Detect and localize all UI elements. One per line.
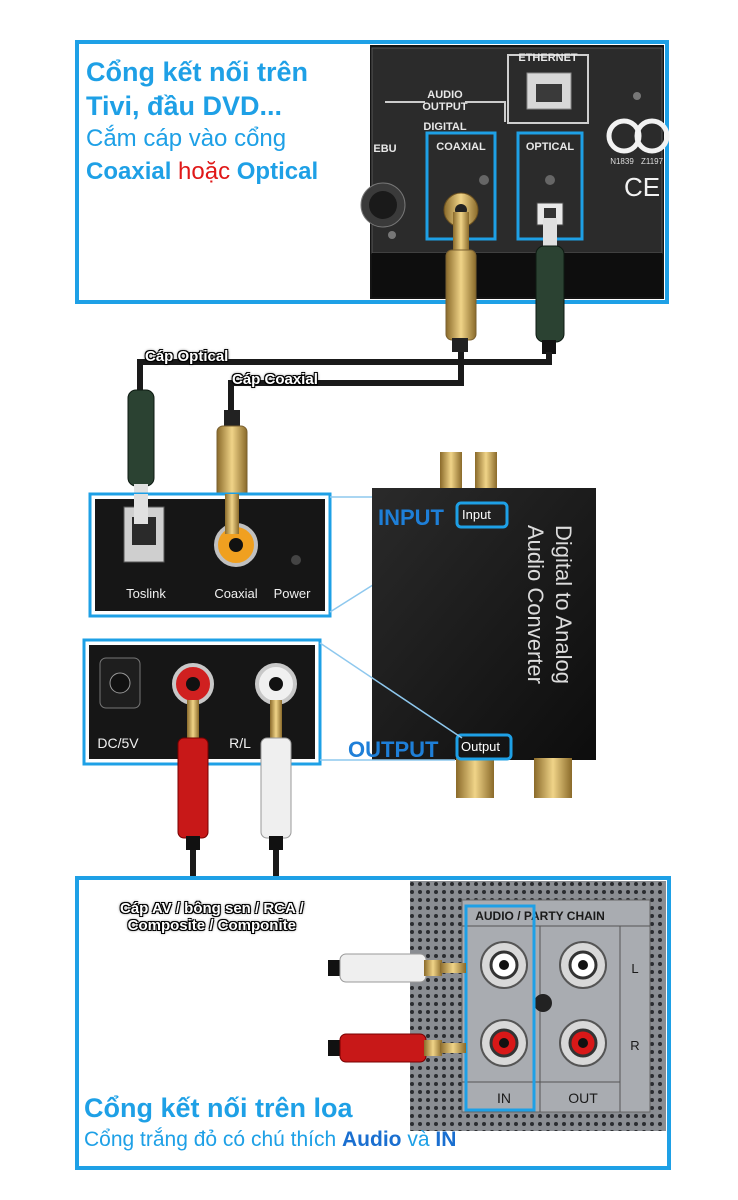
svg-text:OPTICAL: OPTICAL <box>526 141 575 153</box>
output-tag: Output <box>461 739 501 754</box>
audio-text: Audio <box>342 1128 402 1151</box>
input-tag: Input <box>462 507 491 522</box>
coaxial-text: Coaxial <box>86 158 172 185</box>
svg-text:Coaxial: Coaxial <box>214 586 257 601</box>
converter-box: Digital to Analog Audio Converter <box>372 452 596 798</box>
and-text: và <box>407 1128 430 1151</box>
red-rca-plug-speaker <box>328 1033 466 1063</box>
ethernet-label: ETHERNET <box>518 52 578 64</box>
svg-text:AUDIO: AUDIO <box>427 89 463 101</box>
top-title-line2: Tivi, đầu DVD... <box>86 91 283 121</box>
output-label: OUTPUT <box>348 737 439 762</box>
input-label: INPUT <box>378 505 444 530</box>
av-cable-label-line2: Composite / Componite <box>127 917 296 934</box>
speaker-back-panel: AUDIO / PARTY CHAIN L R IN OUT <box>410 881 666 1131</box>
top-panel-title: Cổng kết nối trên Tivi, đầu DVD... <box>86 55 308 123</box>
top-panel-ports: Coaxial hoặc Optical <box>86 158 318 186</box>
svg-text:OUT: OUT <box>568 1090 598 1106</box>
svg-text:EBU: EBU <box>373 143 396 155</box>
red-rca-plug-converter <box>177 700 209 850</box>
av-cable-label: Cáp AV / bông sen / RCA / Composite / Co… <box>120 900 304 934</box>
converter-body-text-1: Digital to Analog <box>551 525 576 684</box>
svg-text:COAXIAL: COAXIAL <box>436 141 486 153</box>
svg-text:Z1197: Z1197 <box>641 157 664 166</box>
coaxial-plug-top <box>445 212 477 352</box>
svg-text:R: R <box>630 1038 639 1053</box>
bottom-sub-prefix: Cổng trắng đỏ có chú thích <box>84 1128 337 1151</box>
white-rca-plug-speaker <box>328 953 466 983</box>
svg-text:Power: Power <box>274 586 312 601</box>
optical-text: Optical <box>236 158 319 185</box>
tv-back-panel: ETHERNET AUDIO OUTPUT DIGITAL EBU COAXIA… <box>360 45 670 299</box>
audio-in-highlight <box>464 904 536 1112</box>
bottom-panel-title: Cổng kết nối trên loa <box>84 1093 353 1123</box>
top-title-line1: Cổng kết nối trên <box>86 57 308 87</box>
svg-text:IN: IN <box>497 1090 511 1106</box>
converter-input-face: Toslink Coaxial Power <box>95 499 325 611</box>
svg-text:R/L: R/L <box>229 735 251 751</box>
in-text: IN <box>435 1128 457 1151</box>
svg-text:N1839: N1839 <box>610 157 634 166</box>
optical-cable <box>137 352 552 390</box>
or-text: hoặc <box>178 158 231 185</box>
av-cable-label-line1: Cáp AV / bông sen / RCA / <box>120 900 304 917</box>
coaxial-cable-label: Cáp Coaxial <box>232 371 318 388</box>
svg-text:AUDIO / PARTY CHAIN: AUDIO / PARTY CHAIN <box>475 909 605 923</box>
svg-text:Toslink: Toslink <box>126 586 166 601</box>
coaxial-cable <box>228 352 464 410</box>
svg-text:DIGITAL: DIGITAL <box>423 121 466 133</box>
bottom-panel-subtitle: Cổng trắng đỏ có chú thích Audio và IN <box>84 1128 456 1152</box>
svg-text:OUTPUT: OUTPUT <box>422 101 468 113</box>
optical-plug-top <box>535 218 565 354</box>
converter-body-text-2: Audio Converter <box>523 525 548 684</box>
white-rca-plug-converter <box>260 700 292 850</box>
svg-text:L: L <box>631 961 638 976</box>
optical-cable-label: Cáp Optical <box>145 348 229 365</box>
top-panel-subtitle: Cắm cáp vào cổng <box>86 125 287 152</box>
svg-text:DC/5V: DC/5V <box>97 735 139 751</box>
ce-mark: CE <box>624 172 660 202</box>
